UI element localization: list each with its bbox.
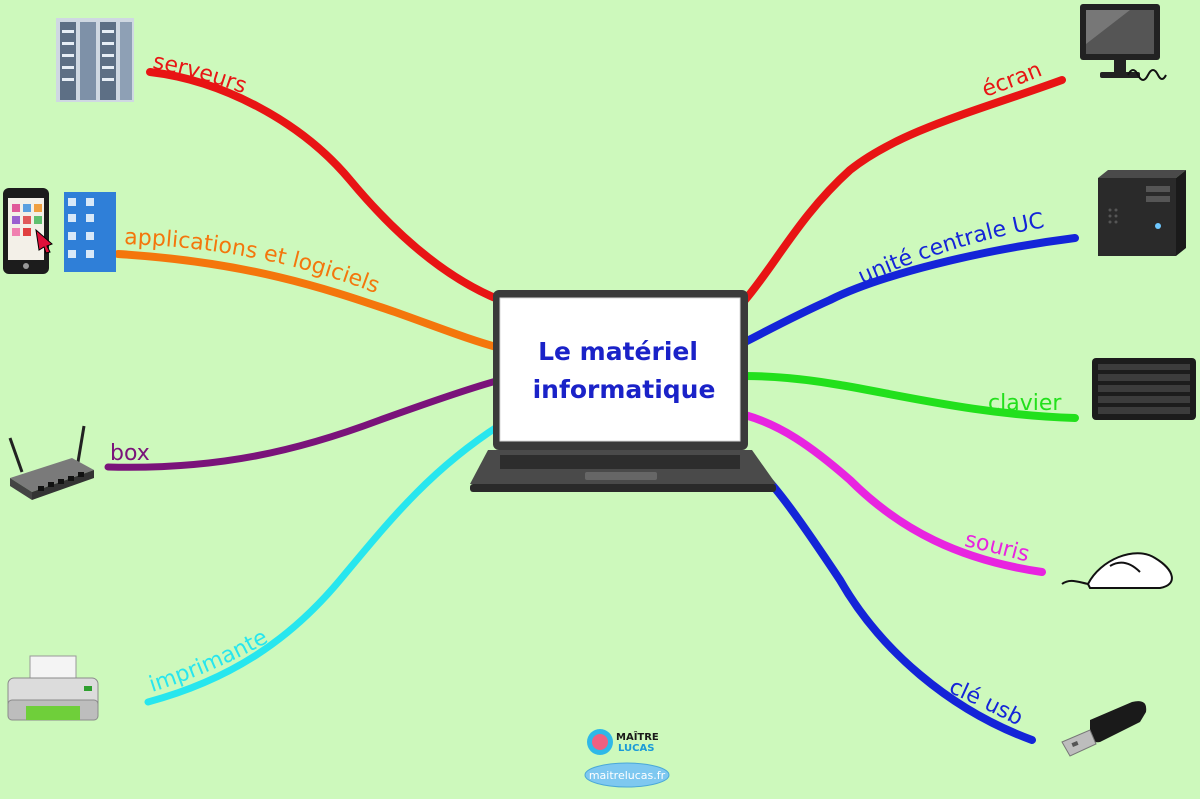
smartphone-apps-icon [3, 188, 116, 274]
laptop-bottom-edge [470, 484, 776, 492]
branch-line-souris [741, 411, 1046, 576]
website-badge[interactable]: maitrelucas.fr [584, 762, 670, 788]
website-link[interactable]: maitrelucas.fr [589, 769, 666, 782]
printer-icon [7, 655, 99, 721]
branch-applications: applications et logiciels [114, 225, 504, 352]
center-title-line1: Le matériel [538, 337, 698, 366]
branch-line-serveurs [146, 68, 504, 304]
branch-label-applications: applications et logiciels [124, 225, 383, 299]
branch-line-box [104, 376, 504, 471]
usb-key-icon [1061, 701, 1147, 757]
branch-line-applications [114, 250, 504, 352]
branch-label-clavier: clavier [988, 391, 1062, 416]
server-rack-icon [56, 18, 134, 102]
laptop-keyboard-keys [500, 455, 740, 469]
laptop-screen [499, 297, 741, 442]
branch-line-imprimante [144, 421, 504, 706]
branch-label-box: box [110, 441, 150, 466]
router-box-icon [8, 425, 94, 500]
branch-label-imprimante: imprimante [146, 625, 272, 698]
maitre-lucas-logo: MAÎTRE LUCAS [587, 729, 659, 755]
monitor-icon [1080, 4, 1167, 81]
branch-cle-usb: clé usb [754, 466, 1036, 744]
mouse-icon [1061, 552, 1173, 589]
branch-souris: souris [741, 411, 1046, 576]
branch-line-unite-centrale [741, 234, 1079, 346]
branch-label-serveurs: serveurs [151, 49, 250, 99]
logo-text-line1: MAÎTRE [616, 730, 659, 743]
center-laptop: Le matériel informatique [470, 290, 776, 492]
logo-text-line2: LUCAS [618, 743, 654, 754]
branch-line-clavier [741, 372, 1079, 422]
branch-line-cle-usb [754, 466, 1036, 744]
branch-line-ecran [741, 76, 1066, 304]
center-title-line2: informatique [533, 375, 716, 404]
branch-clavier: clavier [741, 372, 1079, 422]
computer-tower-icon [1098, 170, 1186, 256]
branch-box: box [104, 376, 504, 471]
keyboard-icon [1092, 358, 1196, 420]
laptop-trackpad [585, 472, 657, 480]
